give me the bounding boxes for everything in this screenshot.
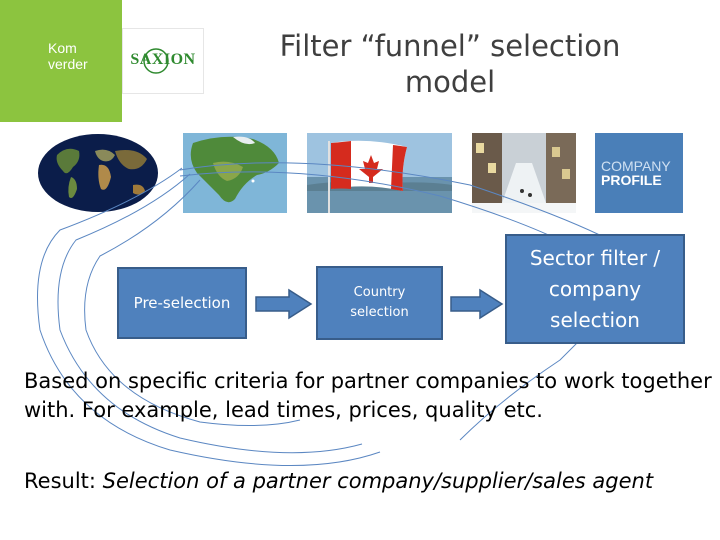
saxion-logo-text: SAXION <box>130 51 196 68</box>
country-selection-line1: Country <box>353 285 406 300</box>
arrow-right-icon-2 <box>450 288 504 320</box>
north-america-map-image <box>183 133 287 213</box>
country-selection-line2: selection <box>350 305 409 320</box>
result-line: Result: Selection of a partner company/s… <box>24 467 720 496</box>
slide-title: Filter “funnel” selection model <box>279 29 621 99</box>
criteria-paragraph: Based on specific criteria for partner c… <box>24 369 712 422</box>
kom-verder-line2: verder <box>48 56 88 72</box>
kom-verder-line1: Kom <box>48 40 77 56</box>
company-profile-line2: PROFILE <box>601 172 662 188</box>
saxion-logo: SAXION <box>122 28 204 94</box>
country-selection-box: Country selection <box>316 266 443 340</box>
result-text: Selection of a partner company/supplier/… <box>102 469 654 493</box>
pre-selection-box: Pre-selection <box>117 267 247 339</box>
sector-filter-box: Sector filter / company selection <box>505 234 685 344</box>
brand-band <box>0 0 122 122</box>
world-map-image <box>37 133 159 213</box>
arrow-right-icon <box>255 288 313 320</box>
pre-selection-label: Pre-selection <box>133 294 231 312</box>
company-profile-image: COMPANY PROFILE <box>595 133 683 213</box>
sector-filter-label: Sector filter / company selection <box>529 245 661 332</box>
company-profile-line1: COMPANY <box>601 158 671 174</box>
kom-verder-logo: Kom verder <box>48 40 88 72</box>
winter-street-image <box>472 133 576 213</box>
saxion-logo-mark <box>143 48 169 74</box>
result-label: Result: <box>24 469 96 493</box>
